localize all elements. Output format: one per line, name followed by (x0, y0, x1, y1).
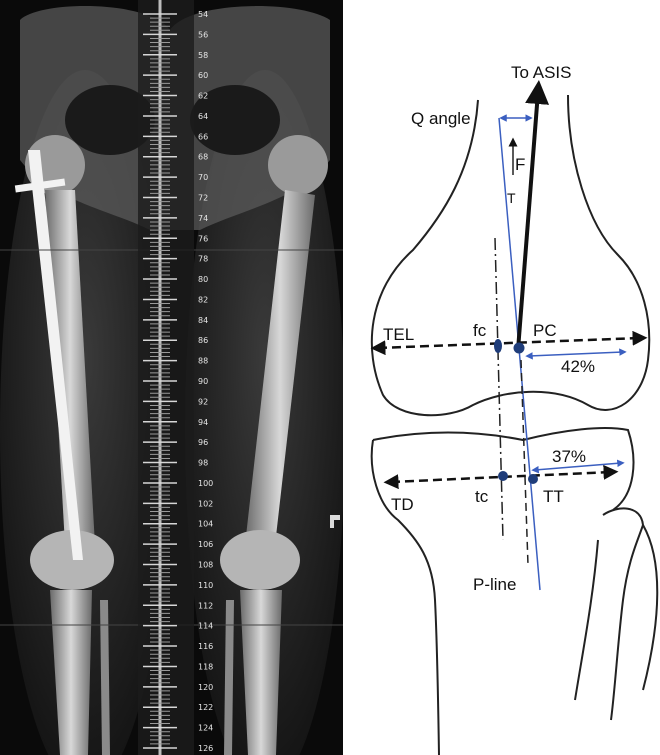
ruler-label: 54 (198, 10, 208, 19)
label-q-angle: Q angle (411, 109, 471, 128)
label-pc: PC (533, 321, 557, 340)
ruler-label: 102 (198, 499, 213, 508)
ruler-label: 110 (198, 581, 213, 590)
ruler-label: 104 (198, 520, 213, 529)
ruler-label: 88 (198, 357, 208, 366)
ruler-label: 112 (198, 601, 213, 610)
pc-point (514, 343, 525, 354)
label-tel: TEL (383, 325, 414, 344)
ruler-label: 114 (198, 622, 213, 631)
ruler-label: 76 (198, 234, 208, 243)
tc-point (498, 471, 508, 481)
tt-point (528, 474, 538, 484)
label-tt: TT (543, 487, 564, 506)
label-t-top: T (507, 190, 516, 206)
ruler-label: 120 (198, 683, 213, 692)
ruler-label: 60 (198, 71, 208, 80)
ruler-label: 124 (198, 724, 213, 733)
knee-diagram: To ASIS Q angle F T TEL fc PC 42% 37% TD… (343, 0, 660, 755)
ruler-label: 72 (198, 194, 208, 203)
ruler-label: 64 (198, 112, 208, 121)
ruler-label: 58 (198, 51, 208, 60)
label-p-line: P-line (473, 575, 516, 594)
ruler-label: 68 (198, 153, 208, 162)
paper-background (343, 0, 660, 755)
ruler-label: 96 (198, 438, 208, 447)
label-f: F (515, 155, 525, 174)
ruler-label: 126 (198, 744, 213, 753)
ruler-label: 56 (198, 30, 208, 39)
label-37-percent: 37% (552, 447, 586, 466)
label-42-percent: 42% (561, 357, 595, 376)
right-femoral-head (268, 135, 328, 195)
ruler-label: 74 (198, 214, 208, 223)
ruler-label: 98 (198, 459, 208, 468)
ruler-label: 106 (198, 540, 213, 549)
ruler-label: 108 (198, 561, 213, 570)
ruler-label: 84 (198, 316, 208, 325)
ruler-label: 90 (198, 377, 208, 386)
label-td: TD (391, 495, 414, 514)
ruler-label: 100 (198, 479, 213, 488)
right-knee (220, 530, 300, 590)
fc-point (494, 339, 502, 353)
ruler-label: 82 (198, 295, 208, 304)
ruler-label: 70 (198, 173, 208, 182)
ruler-label: 122 (198, 703, 213, 712)
ruler-label: 86 (198, 336, 208, 345)
ruler-label: 94 (198, 418, 208, 427)
ruler-label: 66 (198, 132, 208, 141)
ruler-label: 78 (198, 255, 208, 264)
measuring-ruler: 54 56 58 60 62 64 66 68 70 72 74 76 78 80 82 84 86 88 90 92… (138, 0, 213, 755)
ruler-label: 118 (198, 662, 213, 671)
ruler-label: 116 (198, 642, 213, 651)
xray-panel: 54 56 58 60 62 64 66 68 70 72 74 76 78 80 82 84 86 88 90 92… (0, 0, 343, 755)
ruler-label: 92 (198, 397, 208, 406)
label-tc: tc (475, 487, 489, 506)
ruler-label: 80 (198, 275, 208, 284)
label-fc: fc (473, 321, 487, 340)
ruler-label: 62 (198, 92, 208, 101)
label-to-asis: To ASIS (511, 63, 571, 82)
